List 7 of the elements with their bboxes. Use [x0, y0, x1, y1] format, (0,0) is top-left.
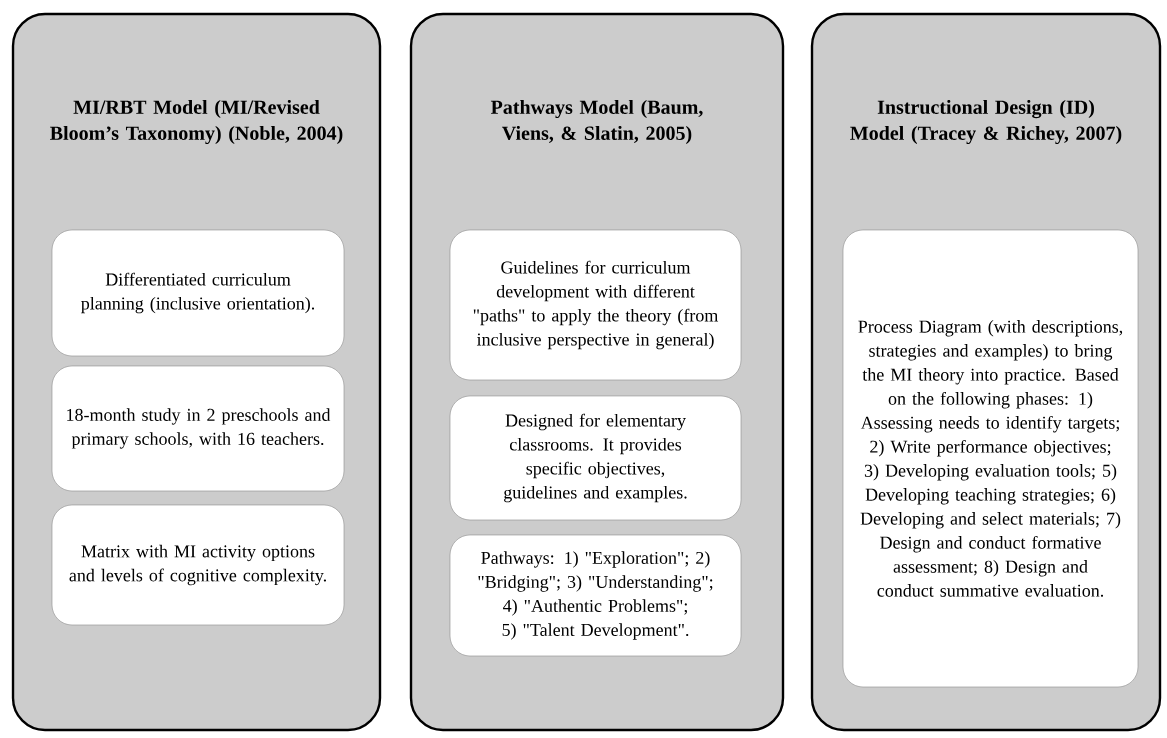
text-box: Pathways: 1) "Exploration"; 2) "Bridging"; 3) "Understanding"; 4) "Authentic Problems"; 5) "Talent Development". — [449, 534, 742, 657]
text-box: Differentiated curriculum planning (inclusive orientation). — [51, 229, 345, 357]
text-box: 18-month study in 2 preschools and primary schools, with 16 teachers. — [51, 365, 345, 492]
text-box: Guidelines for curriculum development with different "paths" to apply the theory (from inclusive perspective in general) — [449, 229, 742, 381]
text-box: Designed for elementary classrooms. It provides specific objectives, guidelines and examples. — [449, 395, 742, 521]
text-box: Process Diagram (with descriptions, strategies and examples) to bring the MI theory into practice. Based on the following phases: 1) Assessing needs to identify targets; 2) Write performance objectives; 3) Developing evaluation tools; 5) Developing teaching strategies; 6) Developing and select materials; 7) Design and conduct formative assessment; 8) Design and conduct summative evaluation. — [842, 229, 1139, 688]
text-box: Matrix with MI activity options and levels of cognitive complexity. — [51, 504, 345, 626]
